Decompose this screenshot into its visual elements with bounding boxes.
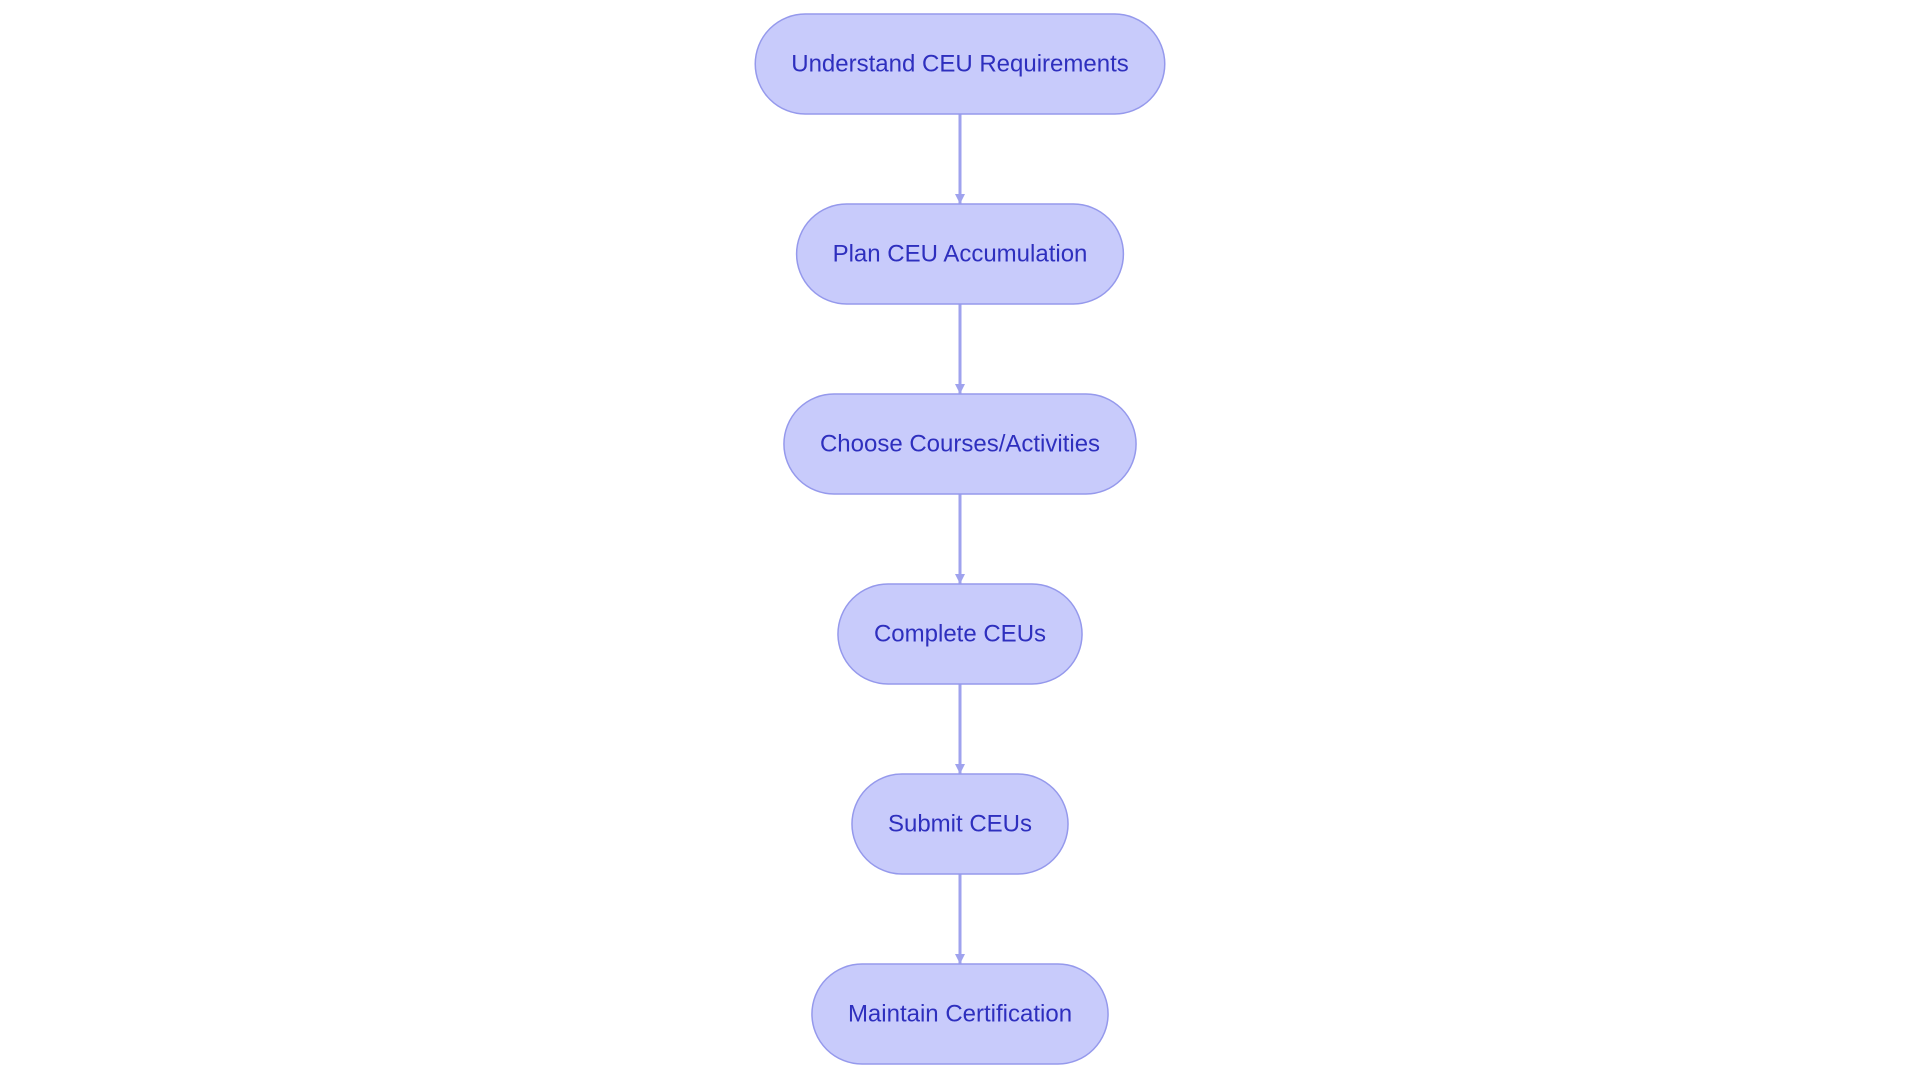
node-label: Understand CEU Requirements [791,51,1129,78]
node-submit: Submit CEUs [851,773,1069,875]
node-shape [783,393,1137,495]
node-choose: Choose Courses/Activities [783,393,1137,495]
node-label: Plan CEU Accumulation [833,241,1088,268]
node-label: Maintain Certification [848,1001,1072,1028]
node-label: Complete CEUs [874,621,1046,648]
node-label: Choose Courses/Activities [820,431,1100,458]
node-plan: Plan CEU Accumulation [795,203,1125,305]
node-understand: Understand CEU Requirements [754,13,1166,115]
node-shape [837,583,1083,685]
node-maintain: Maintain Certification [811,963,1109,1065]
node-complete: Complete CEUs [837,583,1083,685]
node-shape [811,963,1109,1065]
node-label: Submit CEUs [888,811,1032,838]
node-shape [754,13,1166,115]
node-shape [795,203,1125,305]
node-shape [851,773,1069,875]
